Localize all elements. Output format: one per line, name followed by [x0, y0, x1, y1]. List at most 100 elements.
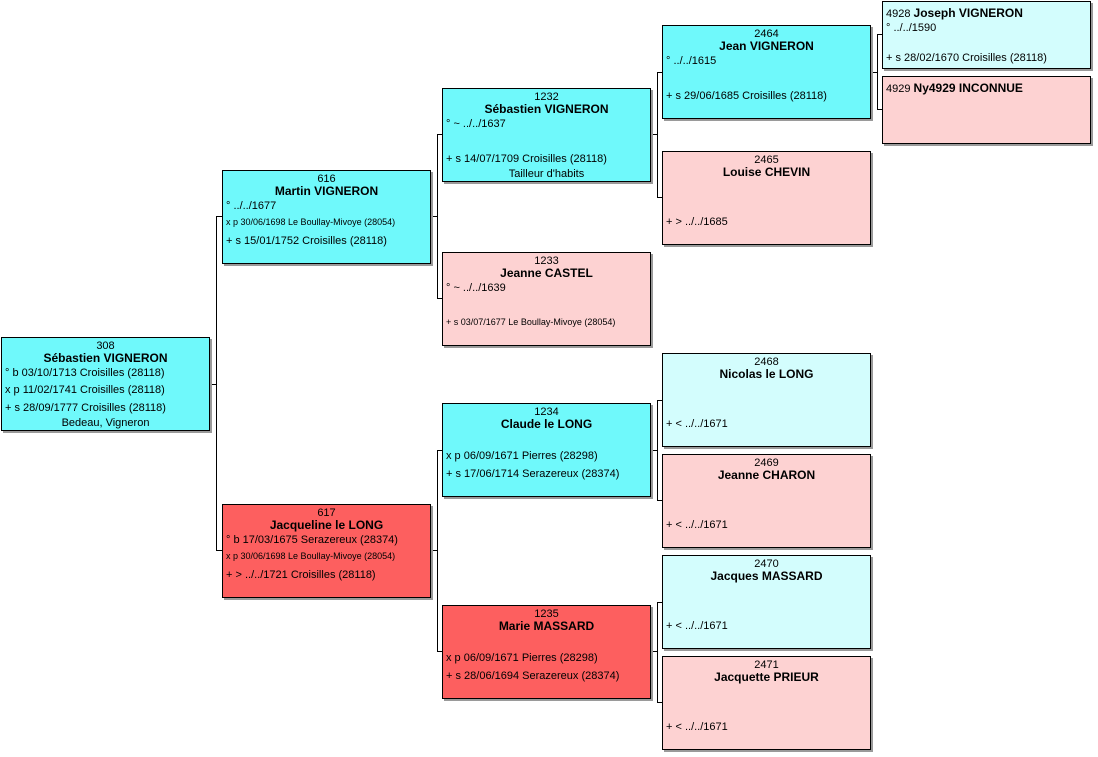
sosa-number: 1234 — [534, 406, 559, 418]
sosa-number: 2465 — [754, 154, 779, 166]
person-name: Marie MASSARD — [498, 619, 595, 633]
person-header: 4928 Joseph VIGNERON — [886, 7, 1023, 21]
death-info: + s 03/07/1677 Le Boullay-Mivoye (28054) — [446, 317, 616, 327]
person-card-2465[interactable]: 2465 Louise CHEVIN + > ../../1685 — [662, 151, 871, 245]
connector-to-1233 — [437, 298, 442, 299]
marriage-info: x p 30/06/1698 Le Boullay-Mivoye (28054) — [226, 217, 396, 227]
sosa-number: 2468 — [754, 356, 779, 368]
marriage-info: x p 06/09/1671 Pierres (28298) — [446, 450, 598, 462]
connector-to-2468 — [657, 400, 662, 401]
connector-to-617 — [216, 550, 222, 551]
person-card-1233[interactable]: 1233 Jeanne CASTEL ° ~ ../../1639 + s 03… — [442, 252, 651, 346]
person-card-2468[interactable]: 2468 Nicolas le LONG + < ../../1671 — [662, 353, 871, 447]
connector-308 — [210, 384, 216, 385]
person-name: Jeanne CHARON — [717, 468, 816, 482]
person-name: Jean VIGNERON — [719, 39, 814, 53]
person-card-1234[interactable]: 1234 Claude le LONG x p 06/09/1671 Pierr… — [442, 403, 651, 497]
connector-1234 — [651, 450, 657, 451]
connector-308-vertical — [216, 216, 217, 551]
death-info: + < ../../1671 — [666, 418, 728, 430]
birth-info: ° ~ ../../1639 — [446, 282, 506, 294]
death-info: + s 17/06/1714 Serazereux (28374) — [446, 468, 620, 480]
death-info: + s 28/02/1670 Croisilles (28118) — [886, 52, 1047, 64]
connector-to-2465 — [657, 197, 662, 198]
person-card-1232[interactable]: 1232 Sébastien VIGNERON ° ~ ../../1637 +… — [442, 88, 651, 182]
person-name: Jacques MASSARD — [710, 569, 823, 583]
birth-info: ° ~ ../../1637 — [446, 118, 506, 130]
person-card-617[interactable]: 617 Jacqueline le LONG ° b 17/03/1675 Se… — [222, 504, 431, 598]
connector-to-4929 — [877, 109, 882, 110]
sosa-number: 1232 — [534, 91, 559, 103]
connector-1234-vertical — [657, 400, 658, 501]
person-card-616[interactable]: 616 Martin VIGNERON ° ../../1677 x p 30/… — [222, 170, 431, 264]
death-info: + s 29/06/1685 Croisilles (28118) — [666, 90, 827, 102]
sosa-number: 2470 — [754, 558, 779, 570]
person-card-2464[interactable]: 2464 Jean VIGNERON ° ../../1615 + s 29/0… — [662, 25, 871, 119]
birth-info: ° b 03/10/1713 Croisilles (28118) — [5, 367, 165, 379]
death-info: + < ../../1671 — [666, 519, 728, 531]
connector-1235-vertical — [657, 602, 658, 703]
connector-to-1234 — [437, 450, 442, 451]
person-name: Jeanne CASTEL — [500, 266, 593, 280]
birth-info: ° ../../1615 — [666, 55, 717, 67]
person-card-4929[interactable]: 4929 Ny4929 INCONNUE — [882, 76, 1091, 144]
connector-616-vertical — [437, 134, 438, 299]
connector-to-2469 — [657, 500, 662, 501]
connector-2464 — [871, 72, 877, 73]
sosa-number: 1233 — [534, 255, 559, 267]
connector-to-1235 — [437, 651, 442, 652]
death-info: + < ../../1671 — [666, 620, 728, 632]
person-name: Louise CHEVIN — [722, 165, 811, 179]
sosa-number: 1235 — [534, 608, 559, 620]
sosa-number: 4928 — [886, 8, 911, 20]
person-card-2470[interactable]: 2470 Jacques MASSARD + < ../../1671 — [662, 555, 871, 649]
connector-1232-vertical — [657, 72, 658, 198]
sosa-number: 616 — [317, 173, 336, 185]
connector-to-2471 — [657, 702, 662, 703]
connector-616 — [431, 216, 437, 217]
death-info: + s 28/06/1694 Serazereux (28374) — [446, 670, 620, 682]
marriage-info: x p 06/09/1671 Pierres (28298) — [446, 652, 598, 664]
person-name: Nicolas le LONG — [719, 367, 814, 381]
connector-1235 — [651, 651, 657, 652]
connector-to-2464 — [657, 72, 662, 73]
connector-617 — [431, 550, 437, 551]
connector-to-4928 — [877, 34, 882, 35]
birth-info: ° ../../1677 — [226, 200, 277, 212]
person-name: Ny4929 INCONNUE — [913, 81, 1023, 95]
death-info: + > ../../1721 Croisilles (28118) — [226, 569, 376, 581]
person-header: 4929 Ny4929 INCONNUE — [886, 82, 1023, 96]
person-card-1235[interactable]: 1235 Marie MASSARD x p 06/09/1671 Pierre… — [442, 605, 651, 699]
birth-info: ° b 17/03/1675 Serazereux (28374) — [226, 534, 398, 546]
marriage-info: x p 11/02/1741 Croisilles (28118) — [5, 384, 165, 396]
death-info: + s 15/01/1752 Croisilles (28118) — [226, 235, 387, 247]
person-name: Claude le LONG — [500, 417, 593, 431]
person-card-2471[interactable]: 2471 Jacquette PRIEUR + < ../../1671 — [662, 656, 871, 750]
person-name: Jacqueline le LONG — [269, 518, 384, 532]
sosa-number: 4929 — [886, 83, 911, 95]
connector-1232 — [651, 134, 657, 135]
person-card-308[interactable]: 308 Sébastien VIGNERON ° b 03/10/1713 Cr… — [1, 337, 210, 431]
sosa-number: 308 — [96, 340, 115, 352]
person-card-2469[interactable]: 2469 Jeanne CHARON + < ../../1671 — [662, 454, 871, 548]
person-name: Joseph VIGNERON — [913, 6, 1023, 20]
connector-617-vertical — [437, 450, 438, 652]
person-name: Sébastien VIGNERON — [43, 351, 168, 365]
marriage-info: x p 30/06/1698 Le Boullay-Mivoye (28054) — [226, 551, 396, 561]
person-card-4928[interactable]: 4928 Joseph VIGNERON ° ../../1590 + s 28… — [882, 1, 1091, 69]
death-info: + > ../../1685 — [666, 216, 728, 228]
person-name: Jacquette PRIEUR — [714, 670, 819, 684]
connector-to-1232 — [437, 134, 442, 135]
occupation: Tailleur d'habits — [508, 168, 585, 180]
occupation: Bedeau, Vigneron — [61, 417, 150, 429]
birth-info: ° ../../1590 — [886, 22, 937, 34]
sosa-number: 2469 — [754, 457, 779, 469]
sosa-number: 2464 — [754, 28, 779, 40]
connector-2464-vertical — [877, 34, 878, 110]
sosa-number: 2471 — [754, 659, 779, 671]
person-name: Sébastien VIGNERON — [484, 102, 609, 116]
death-info: + s 14/07/1709 Croisilles (28118) — [446, 153, 607, 165]
death-info: + < ../../1671 — [666, 721, 728, 733]
connector-to-2470 — [657, 602, 662, 603]
sosa-number: 617 — [317, 507, 336, 519]
